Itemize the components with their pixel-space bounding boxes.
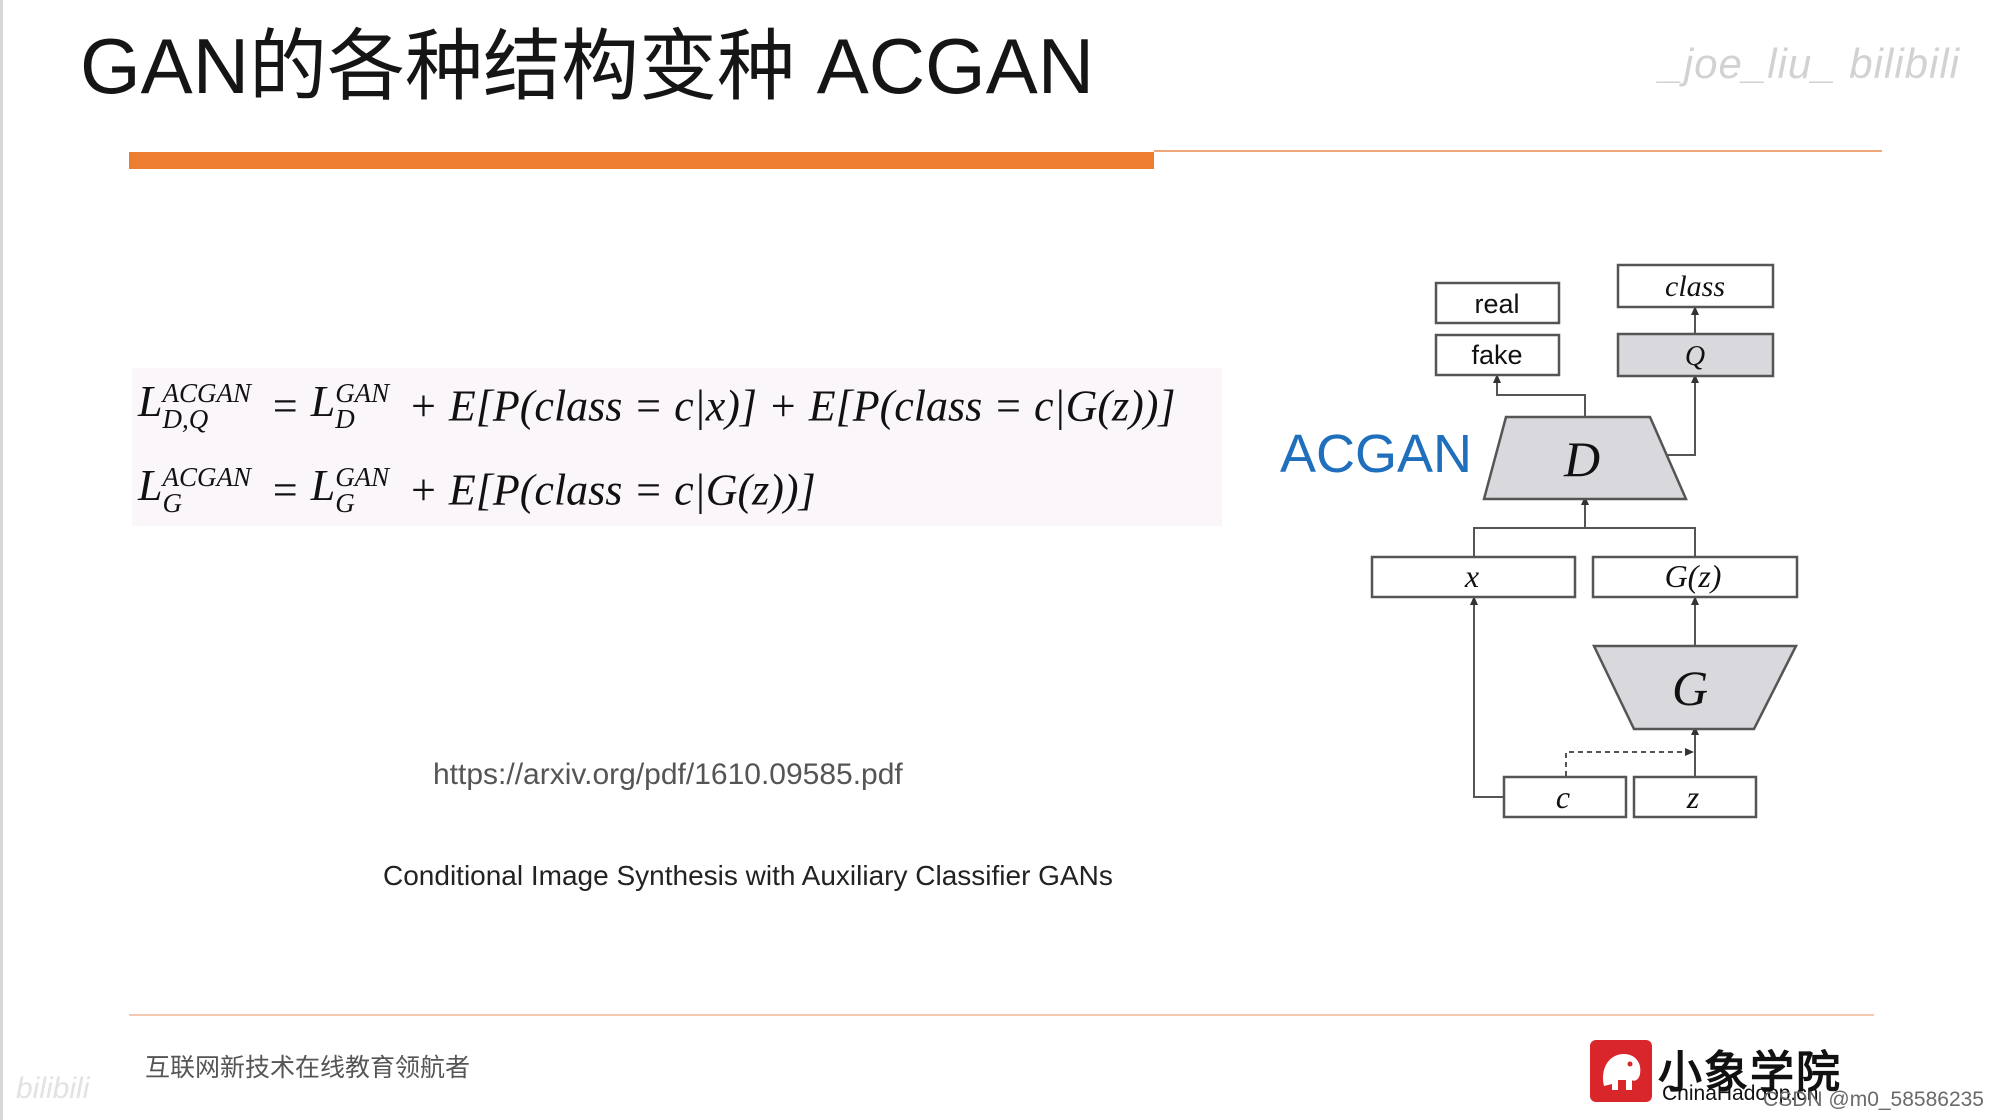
- c-box: [1502, 775, 1628, 819]
- formula-1-sub: D,Q: [162, 403, 209, 434]
- arrow-d-to-real-fake: [1493, 374, 1586, 417]
- formula-1-eq: =: [259, 381, 311, 431]
- arrow-d-to-q: [1667, 374, 1699, 456]
- watermark-top: _joe_liu_ bilibili: [1659, 40, 1960, 87]
- title-underline-accent: [129, 152, 1154, 169]
- formula-2-eq: =: [259, 465, 311, 515]
- class-box: [1616, 263, 1775, 309]
- footer-tagline: 互联网新技术在线教育领航者: [145, 1054, 471, 1082]
- formula-background: [132, 368, 1222, 526]
- generator-block: [1592, 644, 1799, 731]
- discriminator-block: [1482, 415, 1688, 501]
- paper-url-link[interactable]: https://arxiv.org/pdf/1610.09585.pdf: [433, 758, 903, 791]
- gz-label: G(z): [1665, 558, 1722, 594]
- real-box: [1434, 281, 1561, 325]
- elephant-logo-icon: [1590, 1040, 1652, 1102]
- fake-box: [1434, 333, 1561, 377]
- left-edge: [0, 0, 3, 1120]
- formula-1-rest: + E[P(class = c|x)] + E[P(class = c|G(z)…: [397, 381, 1176, 431]
- z-label: z: [1686, 779, 1700, 815]
- g-label: G: [1672, 660, 1708, 716]
- footer-divider: [129, 1014, 1874, 1016]
- gz-box: [1591, 555, 1799, 599]
- formula-1-sup2: GAN: [335, 377, 390, 408]
- watermark-bottom-left: bilibili: [16, 1072, 90, 1105]
- logo-subtitle: ChinaHadoop.cn: [1662, 1082, 1819, 1105]
- formula-2-sup2: GAN: [335, 461, 390, 492]
- arrow-c-to-x: [1470, 596, 1504, 798]
- formula-2-sup: ACGAN: [162, 461, 251, 492]
- formula-1-L: L: [138, 377, 163, 426]
- formula-2-sub: G: [162, 487, 182, 518]
- arrow-c-to-g-dotted: [1565, 748, 1694, 776]
- q-label: Q: [1685, 341, 1705, 372]
- real-label: real: [1474, 289, 1519, 319]
- csdn-watermark: CSDN @m0_58586235: [1763, 1088, 1984, 1111]
- formula-2-L2: L: [310, 461, 336, 510]
- logo-name: 小象学院: [1658, 1048, 1842, 1097]
- title-underline-thin: [1154, 150, 1882, 152]
- formula-2-L: L: [138, 461, 163, 510]
- connectors: [1470, 306, 1699, 798]
- fake-label: fake: [1471, 340, 1522, 370]
- x-label: x: [1464, 558, 1479, 594]
- class-label: class: [1665, 270, 1725, 303]
- c-label: c: [1556, 779, 1570, 815]
- formula-2-rest: + E[P(class = c|G(z))]: [397, 465, 816, 515]
- formula-1-sub2: D: [335, 403, 355, 434]
- formula-2-sub2: G: [335, 487, 355, 518]
- join-x-gz: [1473, 527, 1696, 557]
- x-box: [1370, 555, 1577, 599]
- z-box: [1632, 775, 1758, 819]
- formula-1-L2: L: [310, 377, 336, 426]
- formula-1-sup: ACGAN: [162, 377, 251, 408]
- diagram-label: ACGAN: [1280, 424, 1473, 484]
- slide-title: GAN的各种结构变种 ACGAN: [80, 22, 1095, 110]
- paper-title: Conditional Image Synthesis with Auxilia…: [383, 860, 1113, 891]
- q-box: [1616, 332, 1775, 378]
- d-label: D: [1563, 431, 1600, 487]
